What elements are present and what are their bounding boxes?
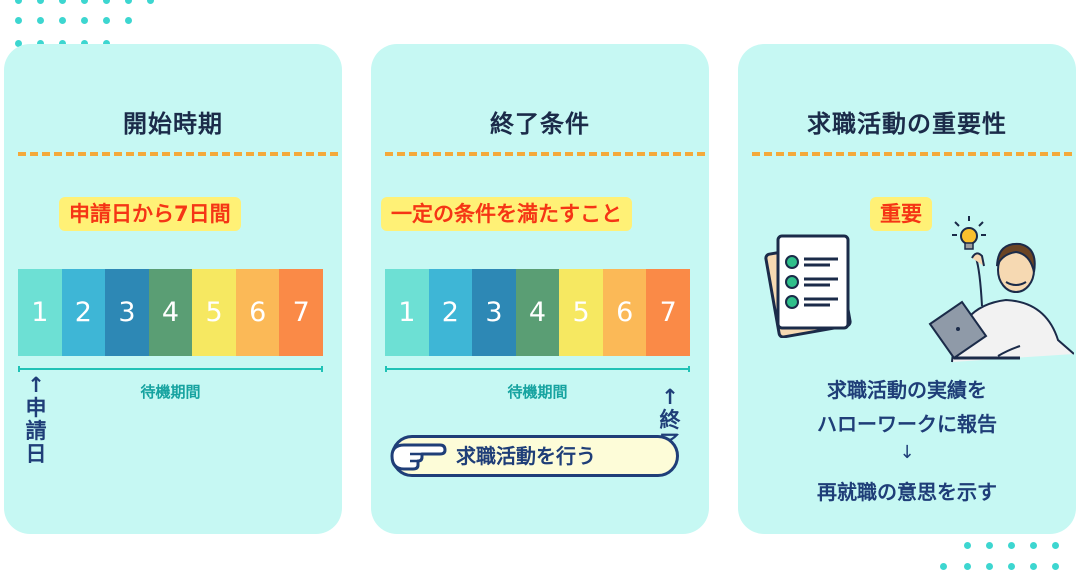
person-laptop-icon <box>928 242 1074 363</box>
dashed-divider <box>18 152 338 156</box>
card-title: 終了条件 <box>490 110 590 138</box>
day-block-6: 6 <box>235 269 280 356</box>
lightbulb-icon <box>952 216 986 250</box>
checklist-icon <box>764 234 852 338</box>
marker-char: 終 <box>659 408 681 432</box>
card-start-period: 開始時期 申請日から7日間 1 2 3 4 5 6 7 待機期間 ↑ 申 請 日 <box>4 44 342 534</box>
day-block-7: 7 <box>279 269 324 356</box>
card-job-search-importance: 求職活動の重要性 重要 求職活動の実績を ハローワークに報告 ↓ 再就職の意思を… <box>738 44 1076 534</box>
highlight-label: 一定の条件を満たすこと <box>381 197 632 231</box>
waiting-period-bracket <box>18 366 323 372</box>
marker-char: 日 <box>25 442 47 466</box>
card-title: 開始時期 <box>123 110 223 138</box>
dashed-divider <box>385 152 705 156</box>
info-line-3: 再就職の意思を示す <box>817 480 997 504</box>
day-block-2: 2 <box>428 269 473 356</box>
day-block-1: 1 <box>385 269 429 356</box>
highlight-label: 申請日から7日間 <box>59 197 241 231</box>
day-block-5: 5 <box>559 269 603 356</box>
waiting-period-label: 待機期間 <box>140 383 201 401</box>
info-line-2: ハローワークに報告 <box>817 412 997 436</box>
decorative-dots-bottom-right <box>940 540 1080 570</box>
highlight-label: 重要 <box>870 197 932 231</box>
day-block-4: 4 <box>515 269 560 356</box>
day-block-7: 7 <box>646 269 691 356</box>
day-block-3: 3 <box>472 269 516 356</box>
up-arrow-icon: ↑ <box>661 385 679 409</box>
job-search-action-label: 求職活動を行う <box>456 444 596 468</box>
day-blocks: 1 2 3 4 5 6 7 <box>18 269 324 356</box>
waiting-period-label: 待機期間 <box>507 383 568 401</box>
dashed-divider <box>752 152 1072 156</box>
application-date-marker: ↑ 申 請 日 <box>22 374 50 466</box>
card-end-condition: 終了条件 一定の条件を満たすこと 1 2 3 4 5 6 7 待機期間 ↑ 終 … <box>371 44 709 534</box>
day-block-2: 2 <box>61 269 106 356</box>
info-line-1: 求職活動の実績を <box>827 378 987 402</box>
card-title: 求職活動の重要性 <box>807 110 1007 138</box>
down-arrow-icon: ↓ <box>899 442 915 463</box>
day-block-5: 5 <box>192 269 236 356</box>
waiting-period-bracket <box>385 366 690 372</box>
decorative-dots-top-left <box>15 0 155 50</box>
day-block-1: 1 <box>18 269 62 356</box>
hand-pointing-icon <box>390 443 447 471</box>
day-block-4: 4 <box>148 269 193 356</box>
day-block-3: 3 <box>105 269 149 356</box>
day-blocks: 1 2 3 4 5 6 7 <box>385 269 691 356</box>
up-arrow-icon: ↑ <box>27 373 45 397</box>
marker-char: 申 <box>25 396 47 420</box>
marker-char: 請 <box>25 419 47 443</box>
job-search-action-pill: 求職活動を行う <box>390 435 679 477</box>
day-block-6: 6 <box>602 269 647 356</box>
